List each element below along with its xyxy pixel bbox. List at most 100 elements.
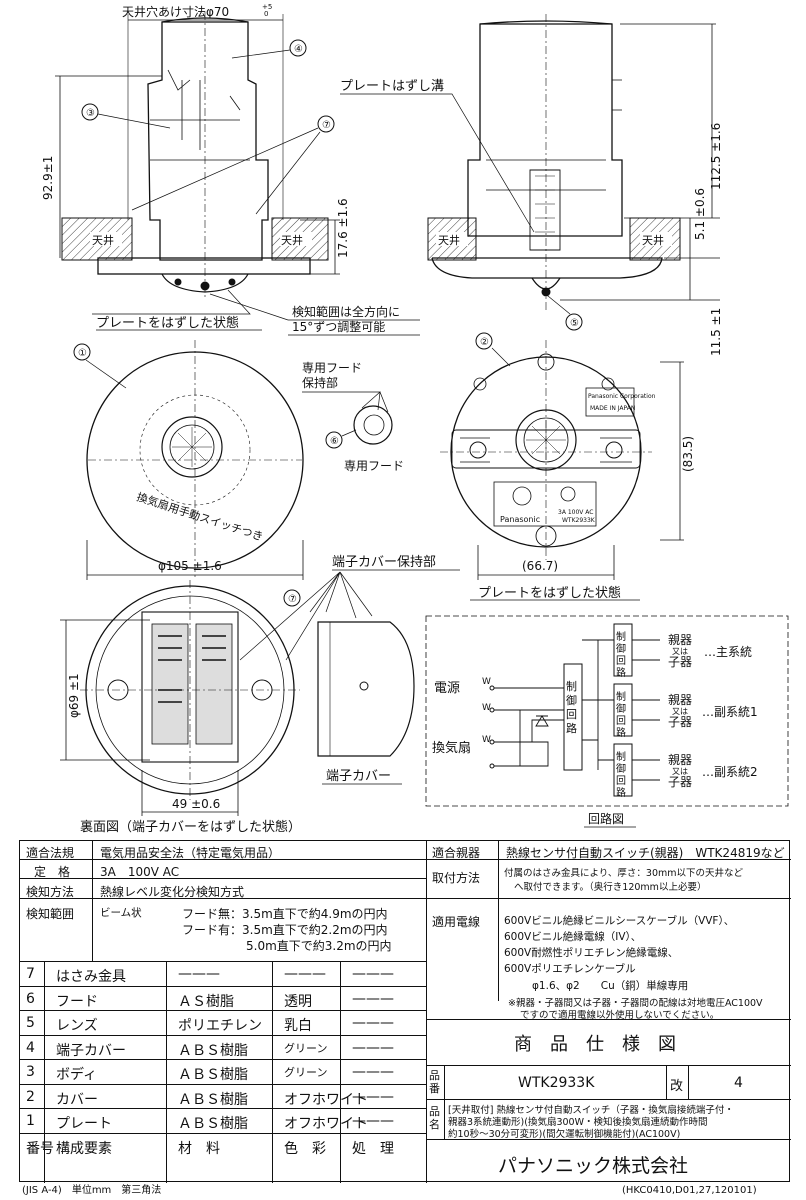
- parts-row-color: グリーン: [284, 1066, 328, 1079]
- company-name: パナソニック株式会社: [498, 1155, 689, 1177]
- dim-112-5: 112.5 ±1.6: [709, 123, 723, 190]
- parts-row-color: オフホワイト: [284, 1116, 368, 1132]
- fan-switch-text: 換気扇用手動スイッチつき: [135, 490, 265, 544]
- circuit-sub1: …副系統1: [702, 705, 758, 719]
- back-view: φ69 ±1 49 ±0.6 裏面図（端子カバーをはずした状態） 端子カバー保持…: [60, 555, 460, 835]
- circuit-slave-2: 子器: [668, 715, 692, 729]
- svg-text:+5: +5: [262, 3, 272, 11]
- plate-groove-label: プレートはずし溝: [340, 79, 444, 94]
- circuit-w-1: W: [482, 677, 491, 687]
- label-rating: 3A 100V AC: [558, 509, 593, 516]
- svg-text:御: 御: [616, 762, 626, 775]
- ceiling-label-3: 天井: [438, 233, 460, 247]
- circuit-or-1: 又は: [672, 647, 688, 656]
- svg-text:回: 回: [616, 655, 626, 667]
- parts-row-no: 1: [26, 1113, 35, 1129]
- dim-105: φ105 ±1.6: [158, 559, 222, 573]
- circuit-main: …主系統: [704, 645, 752, 659]
- circuit-master-2: 親器: [668, 693, 692, 707]
- parts-row-material: ＡＢＳ樹脂: [178, 1042, 248, 1059]
- callout-6: ⑥: [330, 436, 339, 447]
- circuit-w-2: W: [482, 703, 491, 713]
- parts-row-no: 2: [26, 1088, 35, 1105]
- terminal-cover-holder-label: 端子カバー保持部: [332, 555, 436, 570]
- product-spec-title: 商 品 仕 様 図: [514, 1034, 676, 1055]
- wire-value-2: 600Vビニル絶縁電線（IV）、: [504, 931, 642, 943]
- parts-row-part: カバー: [56, 1091, 98, 1108]
- svg-text:制: 制: [616, 690, 626, 703]
- law-value: 電気用品安全法（特定電気用品）: [100, 846, 281, 860]
- footer-right: (HKC0410,D01,27,120101): [622, 1185, 757, 1196]
- dim-17-6: 17.6 ±1.6: [336, 198, 350, 258]
- parts-row-process: ———: [352, 966, 394, 982]
- dim-5-1: 5.1 ±0.6: [693, 188, 707, 240]
- parts-row-part: はさみ金具: [56, 969, 126, 985]
- footer-left: (JIS A-4) 単位mm 第三角法: [22, 1185, 162, 1196]
- parts-row-process: ———: [352, 1088, 394, 1105]
- hood-holder-label-1: 専用フード: [302, 361, 362, 375]
- parts-row-part: ボディ: [56, 1067, 98, 1083]
- wire-value-5: φ1.6、φ2 Cu（銅）単線専用: [532, 980, 689, 992]
- circuit-master-3: 親器: [668, 753, 692, 767]
- ceiling-label-4: 天井: [642, 233, 664, 247]
- parts-row-part: レンズ: [56, 1018, 98, 1034]
- range-line2: フード有：3.5m直下で約2.2mの円内: [182, 923, 388, 937]
- callout-7b: ⑦: [288, 594, 297, 605]
- back-view-label: 裏面図（端子カバーをはずした状態）: [80, 819, 301, 835]
- callout-7a: ⑦: [322, 120, 331, 131]
- compat-label: 適合親器: [432, 846, 481, 860]
- parts-row-color: ———: [284, 966, 326, 982]
- circuit-control-main: 制: [566, 680, 577, 693]
- callout-1: ①: [78, 348, 87, 359]
- install-label: 取付方法: [432, 871, 481, 885]
- bottom-view: ① 換気扇用手動スイッチつき φ105 ±1.6 専用フード 保持部 ⑥ 専用フ…: [73, 340, 404, 580]
- parts-header-process: 処 理: [352, 1140, 394, 1157]
- parts-row-part: 端子カバー: [56, 1042, 126, 1059]
- install-value-1: 付属のはさみ金具により、厚さ：30mm以下の天井など: [504, 868, 744, 879]
- ceiling-label-1: 天井: [92, 233, 114, 247]
- plate-removed-label: プレートをはずした状態: [96, 315, 239, 331]
- circuit-power: 電源: [434, 681, 460, 696]
- method-label: 検知方法: [26, 885, 75, 899]
- callout-3: ③: [86, 108, 95, 119]
- svg-text:0: 0: [264, 10, 268, 18]
- dim-66-7: (66.7): [522, 559, 558, 573]
- parts-row-no: 5: [26, 1015, 35, 1031]
- range-line1: フード無：3.5m直下で約4.9mの円内: [182, 907, 388, 921]
- svg-text:回: 回: [566, 708, 577, 721]
- parts-row-process: ———: [352, 1113, 394, 1129]
- parts-row-material: ———: [178, 966, 220, 982]
- dim-69: φ69 ±1: [67, 673, 81, 718]
- label-model: WTK2933K: [562, 517, 596, 524]
- wire-note-2: ですので適用電線以外使用しないでください。: [520, 1010, 720, 1021]
- install-value-2: へ取付できます。（奥行き120mm以上必要）: [514, 882, 707, 893]
- parts-row-process: ———: [352, 990, 394, 1007]
- circuit-slave-1: 子器: [668, 655, 692, 669]
- parts-header-part: 構成要素: [56, 1140, 112, 1157]
- parts-row-material: ＡＢＳ樹脂: [178, 1067, 248, 1083]
- circuit-fan: 換気扇: [432, 740, 471, 756]
- parts-row-color: 透明: [284, 993, 312, 1010]
- svg-text:路: 路: [616, 726, 626, 739]
- hinban-label: 品番: [429, 1069, 440, 1095]
- circuit-title: 回路図: [588, 811, 624, 826]
- hinmei-label: 品名: [429, 1105, 440, 1131]
- circuit-master-1: 親器: [668, 633, 692, 647]
- dedicated-hood-label: 専用フード: [344, 459, 404, 473]
- rev-value: 4: [734, 1075, 743, 1091]
- svg-text:回: 回: [616, 715, 626, 727]
- callout-5: ⑤: [570, 318, 579, 329]
- hinban-value: WTK2933K: [518, 1075, 595, 1091]
- plate-removed-view: Panasonic Corporation MADE IN JAPAN 3A 1…: [440, 332, 695, 601]
- parts-row-material: ＡＳ樹脂: [178, 993, 234, 1010]
- side-view: 天井 天井 112.5 ±1.6 5.1 ±0.6 11.5 ±1 プレートはず…: [340, 14, 723, 356]
- hinmei-value-1: [天井取付] 熱線センサ付自動スイッチ（子器・換気扇接続端子付・: [448, 1105, 734, 1116]
- parts-row-part: プレート: [56, 1116, 112, 1132]
- range-value: ビーム状: [100, 907, 142, 919]
- callout-2: ②: [480, 337, 489, 348]
- svg-text:制: 制: [616, 630, 626, 643]
- wire-value-1: 600Vビニル絶縁ビニルシースケーブル（VVF）、: [504, 915, 735, 927]
- detect-range-adj-1: 検知範囲は全方向に: [292, 304, 400, 319]
- svg-text:路: 路: [616, 666, 626, 679]
